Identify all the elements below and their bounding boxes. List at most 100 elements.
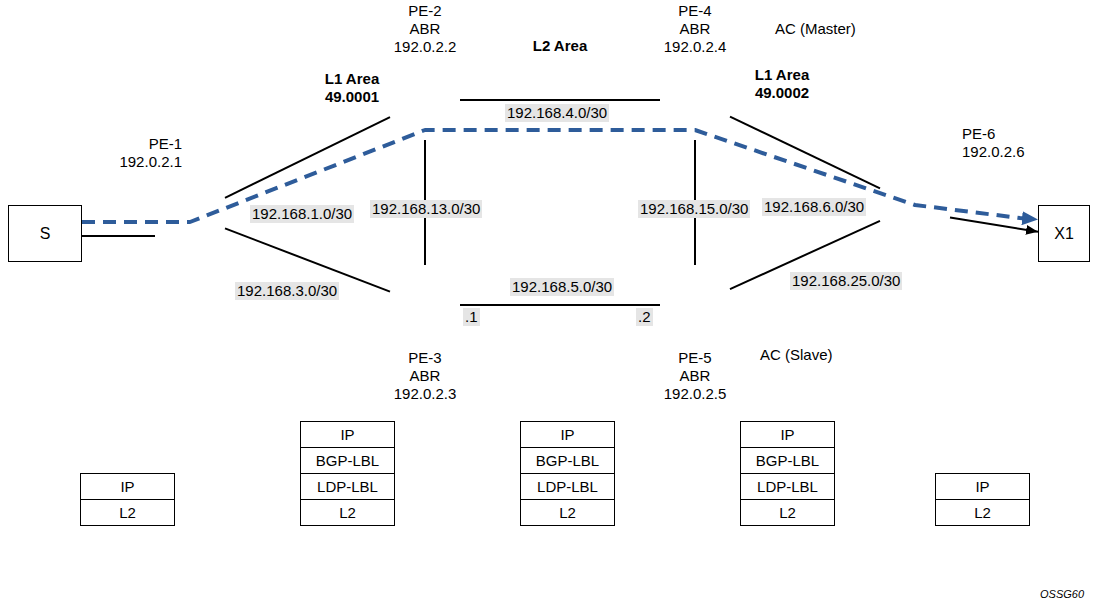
router-name: PE-4 bbox=[664, 2, 727, 20]
area-label: L1 Area49.0001 bbox=[325, 70, 379, 106]
router-name: ABR bbox=[664, 20, 727, 38]
host-box: S bbox=[8, 205, 82, 262]
stack-layer: LDP-LBL bbox=[740, 473, 835, 500]
layer-name: IP bbox=[340, 426, 354, 444]
router-name: 192.0.2.1 bbox=[119, 153, 182, 171]
subnet-label: 192.168.25.0/30 bbox=[790, 272, 902, 290]
router-name: 192.0.2.3 bbox=[394, 385, 457, 403]
host-box: X1 bbox=[1038, 205, 1090, 262]
leader-line bbox=[734, 332, 756, 352]
layer-name: L2 bbox=[339, 504, 356, 522]
layer-name: L2 bbox=[559, 504, 576, 522]
note-label: .1 bbox=[463, 308, 480, 326]
router-node: PE-2ABR192.0.2.2 bbox=[390, 60, 460, 140]
layer-name: IP bbox=[560, 426, 574, 444]
subnet-label: 192.168.5.0/30 bbox=[510, 278, 614, 296]
stack-layer: L2 bbox=[300, 499, 395, 526]
subnet-label: 192.168.1.0/30 bbox=[250, 205, 354, 223]
area-name: 49.0001 bbox=[325, 88, 379, 106]
stack-layer: LDP-LBL bbox=[520, 473, 615, 500]
layer-name: LDP-LBL bbox=[537, 478, 598, 496]
stack-layer: IP bbox=[935, 473, 1030, 500]
router-name: PE-6 bbox=[962, 125, 1025, 143]
leader-line bbox=[736, 34, 772, 62]
router-name: ABR bbox=[664, 367, 727, 385]
isis-area: L2 Area bbox=[415, 25, 705, 345]
stack-layer: L2 bbox=[935, 499, 1030, 526]
router-label: PE-5ABR192.0.2.5 bbox=[664, 349, 727, 403]
layer-name: LDP-LBL bbox=[317, 478, 378, 496]
router-label: PE-4ABR192.0.2.4 bbox=[664, 2, 727, 56]
router-icon bbox=[660, 265, 730, 345]
note-label: .2 bbox=[636, 308, 653, 326]
area-label: L1 Area49.0002 bbox=[755, 66, 809, 102]
stack-layer: BGP-LBL bbox=[520, 447, 615, 474]
figure-id: OSSG60 bbox=[1040, 588, 1084, 601]
layer-name: L2 bbox=[119, 504, 136, 522]
layer-name: BGP-LBL bbox=[536, 452, 599, 470]
area-name: 49.0002 bbox=[755, 84, 809, 102]
stack-layer: L2 bbox=[740, 499, 835, 526]
subnet-label: 192.168.6.0/30 bbox=[762, 198, 866, 216]
stack-layer: L2 bbox=[520, 499, 615, 526]
stack-layer: IP bbox=[80, 473, 175, 500]
router-label: PE-6192.0.2.6 bbox=[962, 125, 1025, 161]
router-icon bbox=[155, 175, 225, 255]
router-name: 192.0.2.5 bbox=[664, 385, 727, 403]
subnet-label: 192.168.3.0/30 bbox=[235, 282, 339, 300]
area-outline bbox=[415, 25, 705, 345]
area-name: L1 Area bbox=[755, 66, 809, 84]
router-icon bbox=[880, 165, 950, 245]
layer-name: BGP-LBL bbox=[316, 452, 379, 470]
layer-name: L2 bbox=[974, 504, 991, 522]
stack-layer: L2 bbox=[80, 499, 175, 526]
link-line bbox=[730, 117, 880, 189]
host-name: X1 bbox=[1054, 225, 1074, 243]
router-node: PE-4ABR192.0.2.4 bbox=[660, 60, 730, 140]
layer-name: IP bbox=[120, 478, 134, 496]
link-line bbox=[460, 304, 660, 306]
router-label: PE-3ABR192.0.2.3 bbox=[394, 349, 457, 403]
router-name: 192.0.2.2 bbox=[394, 38, 457, 56]
layer-name: BGP-LBL bbox=[756, 452, 819, 470]
area-label: L2 Area bbox=[533, 37, 587, 55]
router-name: PE-5 bbox=[664, 349, 727, 367]
stack-layer: LDP-LBL bbox=[300, 473, 395, 500]
router-icon bbox=[660, 60, 730, 140]
stack-layer: BGP-LBL bbox=[740, 447, 835, 474]
router-node: PE-6192.0.2.6 bbox=[880, 165, 950, 245]
isis-area: L1 Area49.0002 bbox=[680, 40, 960, 340]
traffic-path bbox=[82, 130, 1038, 222]
router-node: PE-5ABR192.0.2.5 bbox=[660, 265, 730, 345]
layer-name: IP bbox=[780, 426, 794, 444]
router-icon bbox=[390, 265, 460, 345]
stack-layer: BGP-LBL bbox=[300, 447, 395, 474]
router-name: ABR bbox=[394, 367, 457, 385]
stack-layer: IP bbox=[740, 421, 835, 448]
area-fill bbox=[185, 40, 451, 340]
router-icon bbox=[390, 60, 460, 140]
layer-name: LDP-LBL bbox=[757, 478, 818, 496]
link-line bbox=[82, 235, 155, 237]
router-label: PE-1192.0.2.1 bbox=[119, 135, 182, 171]
router-name: PE-3 bbox=[394, 349, 457, 367]
note-label: AC (Slave) bbox=[760, 346, 833, 364]
router-name: PE-1 bbox=[119, 135, 182, 153]
host-name: S bbox=[40, 225, 51, 243]
subnet-label: 192.168.15.0/30 bbox=[638, 200, 750, 218]
area-name: L2 Area bbox=[533, 37, 587, 55]
router-node: PE-3ABR192.0.2.3 bbox=[390, 265, 460, 345]
stack-layer: IP bbox=[520, 421, 615, 448]
router-name: 192.0.2.4 bbox=[664, 38, 727, 56]
area-fill bbox=[415, 25, 705, 345]
area-name: L1 Area bbox=[325, 70, 379, 88]
area-fill bbox=[680, 40, 960, 340]
router-label: PE-2ABR192.0.2.2 bbox=[394, 2, 457, 56]
link-line bbox=[225, 117, 390, 198]
area-outline bbox=[680, 40, 960, 340]
subnet-label: 192.168.13.0/30 bbox=[370, 200, 482, 218]
router-name: ABR bbox=[394, 20, 457, 38]
layer-name: L2 bbox=[779, 504, 796, 522]
router-name: 192.0.2.6 bbox=[962, 143, 1025, 161]
